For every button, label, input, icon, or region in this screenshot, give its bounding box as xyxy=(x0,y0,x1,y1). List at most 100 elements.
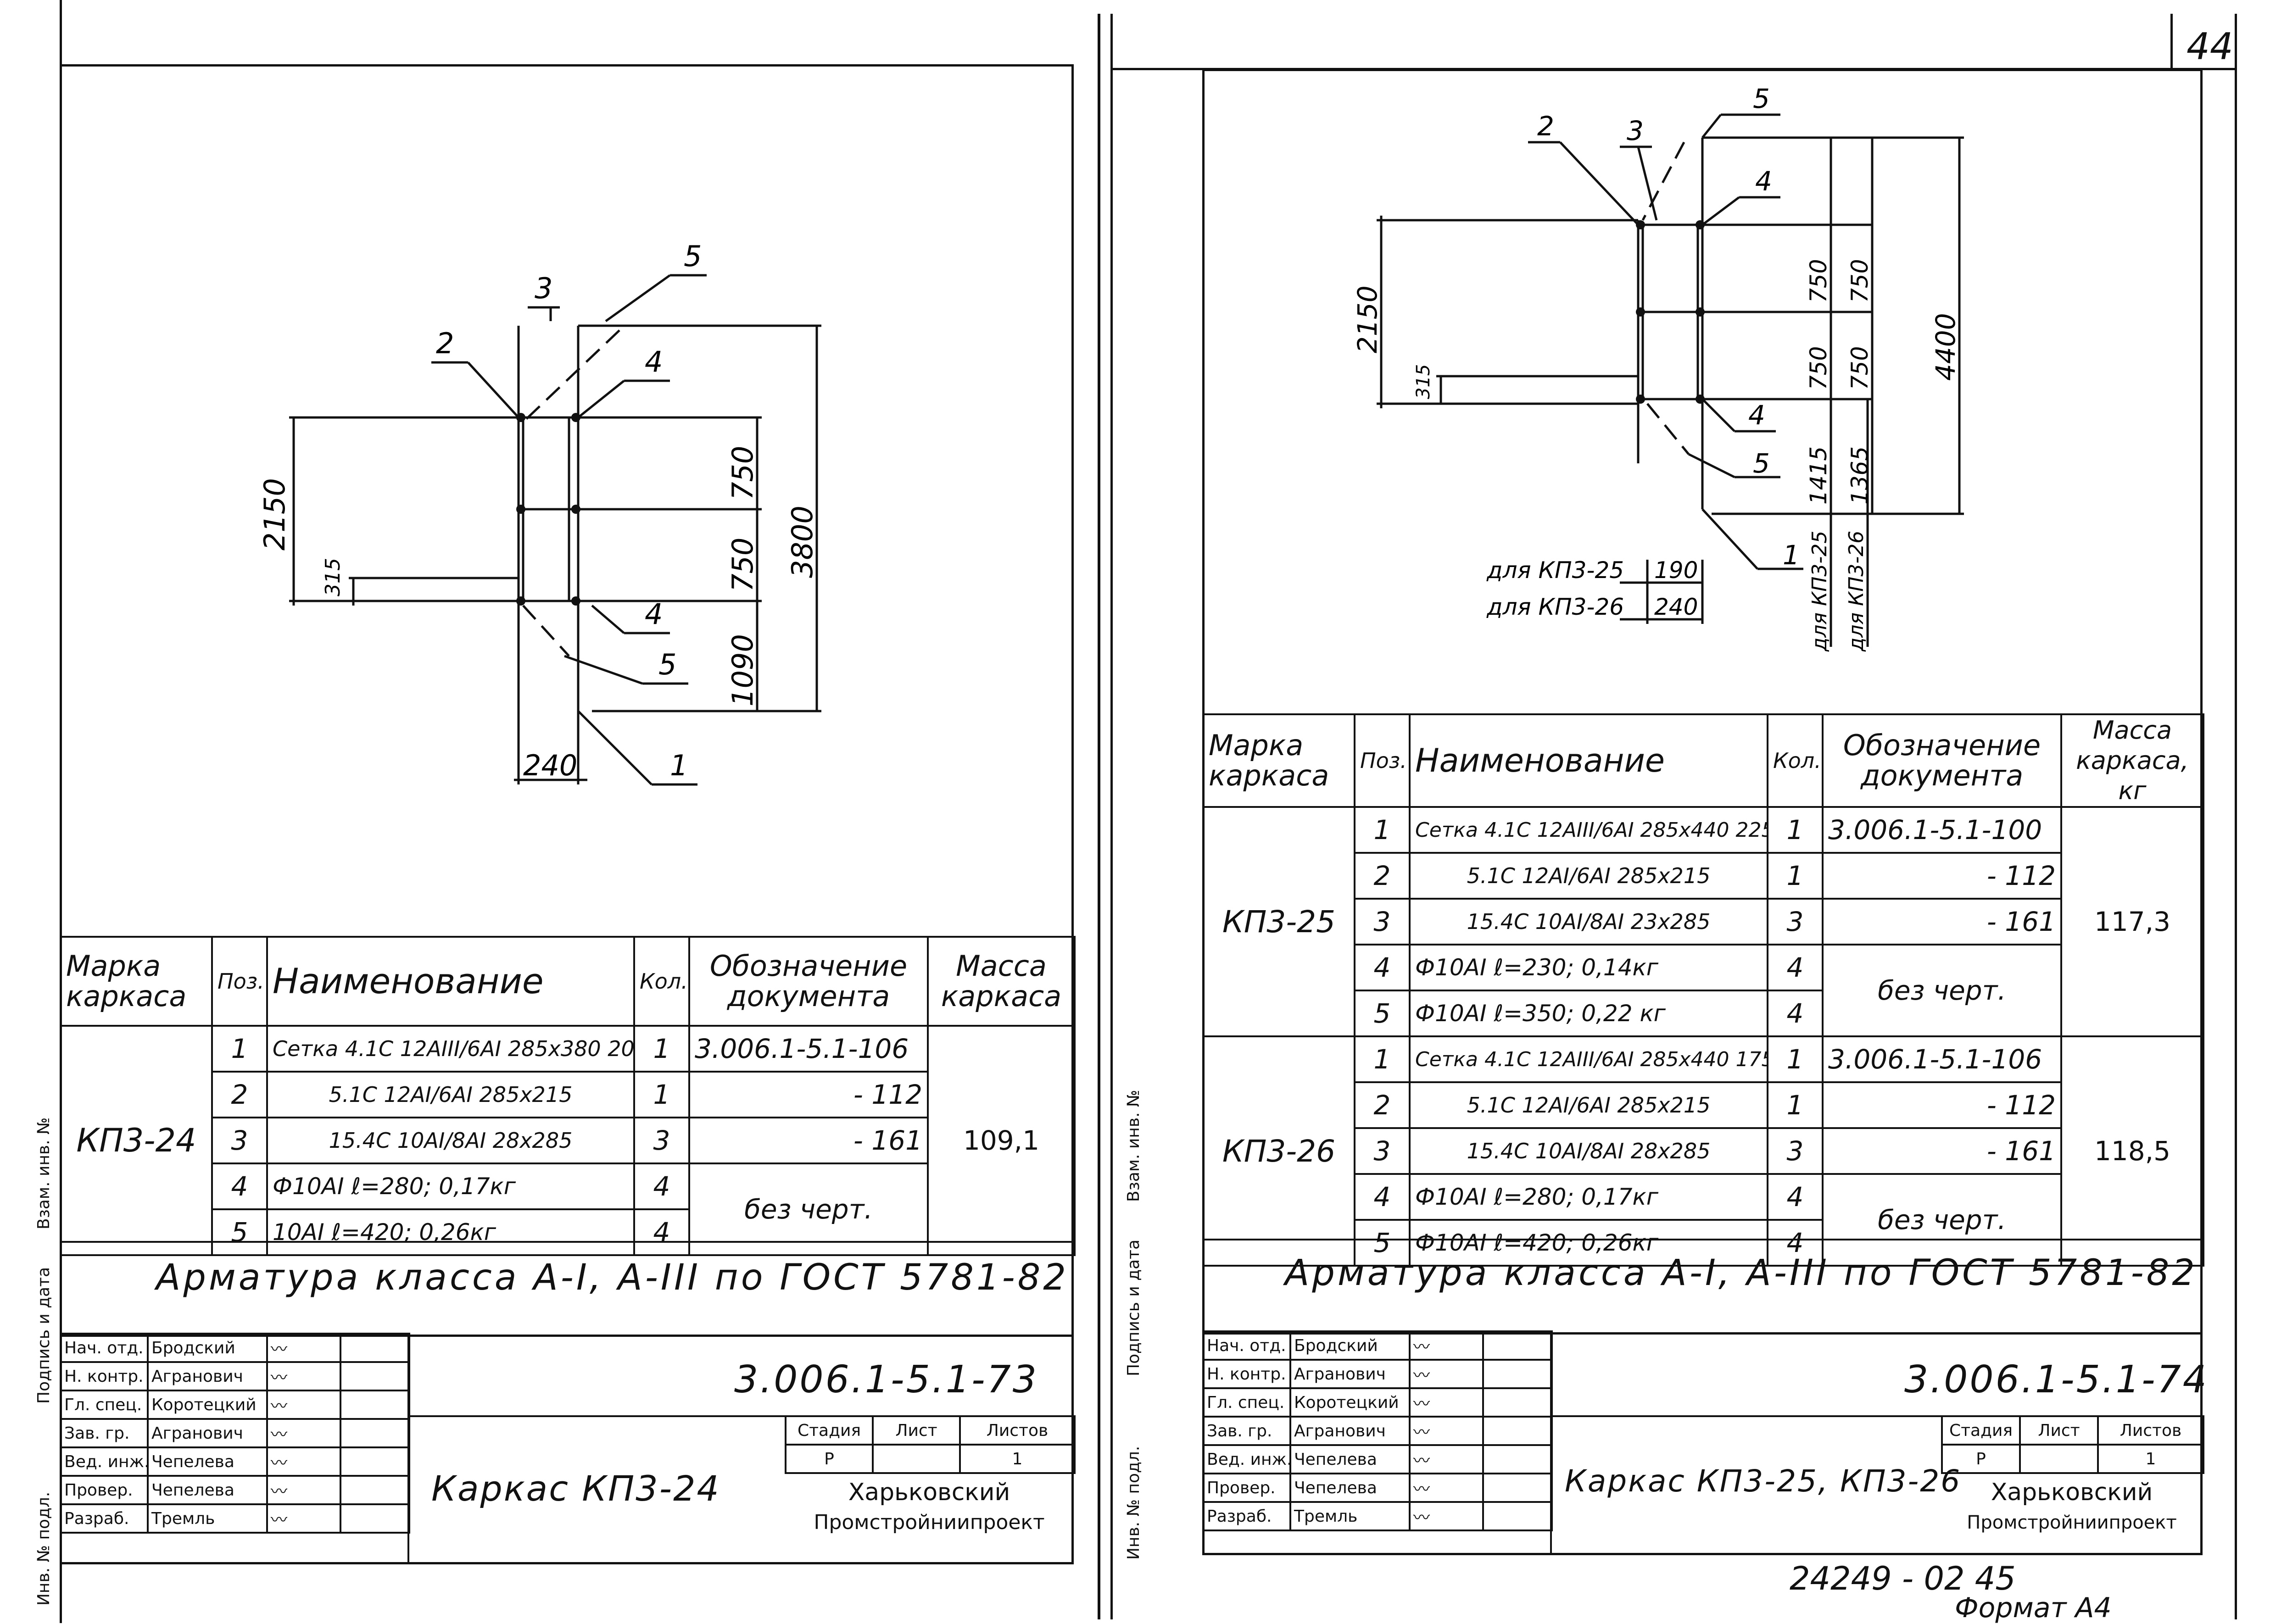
table-row: 5 Ф10АI ℓ=420; 0,26кг 4 xyxy=(1203,1219,2203,1267)
table-row: КП3-25 1 Сетка 4.1С 12АIII/6АI 285х440 2… xyxy=(1202,806,2204,1037)
qty-cell: 4 xyxy=(1767,1173,1824,1221)
role: Разраб. xyxy=(60,1503,149,1534)
qty-cell: 1 xyxy=(633,1071,690,1118)
qty-cell: 4 xyxy=(1767,1219,1824,1267)
sheet-value xyxy=(872,1444,961,1474)
table-row: 5 Ф10АI ℓ=350; 0,22 кг 4 xyxy=(1203,990,2203,1037)
callout-4-top: 4 xyxy=(645,345,663,378)
name-cell: Сетка 4.1С 12АIII/6АI 285х440 175+325/25 xyxy=(1409,1035,1768,1083)
label-for-kp3-26: для КП3-26 xyxy=(1486,594,1624,620)
signature: 〰 xyxy=(1409,1473,1484,1503)
page-number: 44 xyxy=(2187,25,2233,68)
left-spec-table: Марка каркаса Поз. Наименование Кол. Обо… xyxy=(60,936,1076,1256)
qty-cell: 4 xyxy=(1767,944,1824,991)
side-label-inv: Инв. № подл. xyxy=(34,1491,53,1606)
dim-315: 315 xyxy=(321,558,345,596)
pos-cell: 4 xyxy=(1354,1173,1411,1221)
doc-cell: - 161 xyxy=(688,1117,929,1164)
hdr-pos: Поз. xyxy=(1354,713,1411,808)
pos-cell: 3 xyxy=(1354,898,1411,945)
table-row: 3 15.4С 10АI/8АI 28х285 3 - 161 xyxy=(61,1117,1075,1164)
node xyxy=(1636,307,1645,317)
doc-cell: - 112 xyxy=(688,1071,929,1118)
callout-2: 2 xyxy=(436,327,454,360)
hdr-mass: Масса каркаса xyxy=(927,936,1076,1027)
stage-value: Р xyxy=(785,1444,874,1474)
dim-190: 190 xyxy=(1654,557,1698,584)
signature: 〰 xyxy=(266,1503,341,1534)
person: Чепелева xyxy=(1289,1473,1411,1503)
doc-cell-bez-chert: без черт. xyxy=(1822,944,2062,1037)
role: Нач. отд. xyxy=(60,1333,149,1363)
qty-cell: 4 xyxy=(633,1162,690,1210)
dim-240: 240 xyxy=(1654,594,1698,620)
hdr-qty: Кол. xyxy=(633,936,690,1027)
hdr-qty: Кол. xyxy=(1767,713,1824,808)
signature: 〰 xyxy=(1409,1444,1484,1474)
role: Нач. отд. xyxy=(1202,1330,1291,1361)
hdr-mark: Марка каркаса xyxy=(1202,713,1355,808)
callout-2: 2 xyxy=(1537,111,1554,142)
table-row: 4 Ф10АI ℓ=280; 0,17кг 4 без черт. xyxy=(1203,1173,2203,1267)
person: Бродский xyxy=(1289,1330,1411,1361)
node xyxy=(571,505,580,514)
pos-cell: 1 xyxy=(211,1025,268,1073)
footer-code: 24249 - 02 45 xyxy=(1790,1560,2016,1597)
person: Коротецкий xyxy=(1289,1387,1411,1418)
node xyxy=(1696,307,1705,317)
node xyxy=(1696,220,1705,229)
role: Провер. xyxy=(60,1475,149,1505)
node xyxy=(516,596,525,606)
person: Чепелева xyxy=(1289,1444,1411,1474)
callout-4-top: 4 xyxy=(1755,166,1772,197)
dim-240: 240 xyxy=(523,749,577,782)
person: Агранович xyxy=(1289,1359,1411,1389)
pos-cell: 2 xyxy=(1354,852,1411,900)
dim-750-b: 750 xyxy=(1805,346,1832,390)
name-cell: 15.4С 10АI/8АI 28х285 xyxy=(266,1117,635,1164)
qty-cell: 3 xyxy=(633,1117,690,1164)
dim-750-d: 750 xyxy=(1846,346,1873,390)
stage-header: Стадия xyxy=(785,1415,874,1446)
right-edge xyxy=(2235,14,2237,1619)
signature: 〰 xyxy=(1409,1387,1484,1418)
qty-cell: 4 xyxy=(1767,990,1824,1037)
dim-1090: 1090 xyxy=(726,634,759,706)
callout-5-bot: 5 xyxy=(1753,448,1770,479)
person: Агранович xyxy=(147,1418,268,1448)
person: Чепелева xyxy=(147,1475,268,1505)
table-row: 2 5.1С 12АI/6АI 285х215 1 - 112 xyxy=(61,1071,1075,1118)
callout-5-top: 5 xyxy=(1753,87,1770,114)
dim-750-b: 750 xyxy=(726,538,759,592)
label-for-kp3-25-v: для КП3-25 xyxy=(1808,531,1831,652)
callout-5-bot: 5 xyxy=(658,648,676,681)
org-line1: Харьковский xyxy=(848,1479,1010,1506)
person: Тремль xyxy=(1289,1501,1411,1531)
dim-750-a: 750 xyxy=(726,446,759,500)
stage-value: Р xyxy=(1941,1444,2021,1474)
role: Н. контр. xyxy=(1202,1359,1291,1389)
doc-cell-bez-chert: без черт. xyxy=(688,1162,929,1256)
left-drawing: 1 2 3 5 4 4 5 2150 315 750 750 1090 3800… xyxy=(258,239,821,786)
side-label-sign: Подпись и дата xyxy=(34,1267,53,1404)
dim-750-a: 750 xyxy=(1805,259,1832,303)
side-label-sign-r: Подпись и дата xyxy=(1124,1239,1143,1376)
node xyxy=(1636,220,1645,229)
role: Гл. спец. xyxy=(1202,1387,1291,1418)
role: Зав. гр. xyxy=(1202,1416,1291,1446)
pos-cell: 2 xyxy=(211,1071,268,1118)
doc-cell: - 112 xyxy=(1822,1081,2062,1129)
qty-cell: 1 xyxy=(1767,806,1824,854)
signature: 〰 xyxy=(266,1446,341,1477)
signature: 〰 xyxy=(1409,1330,1484,1361)
name-cell: Ф10АI ℓ=280; 0,17кг xyxy=(1409,1173,1768,1221)
sheets-header: Листов xyxy=(959,1415,1076,1446)
signature: 〰 xyxy=(1409,1501,1484,1531)
role: Гл. спец. xyxy=(60,1390,149,1420)
role: Провер. xyxy=(1202,1473,1291,1503)
person: Коротецкий xyxy=(147,1390,268,1420)
right-drawing: 2 3 5 4 4 5 1 2150 315 750 750 750 750 1… xyxy=(1354,87,1964,652)
pos-cell: 4 xyxy=(211,1162,268,1210)
signature: 〰 xyxy=(266,1390,341,1420)
